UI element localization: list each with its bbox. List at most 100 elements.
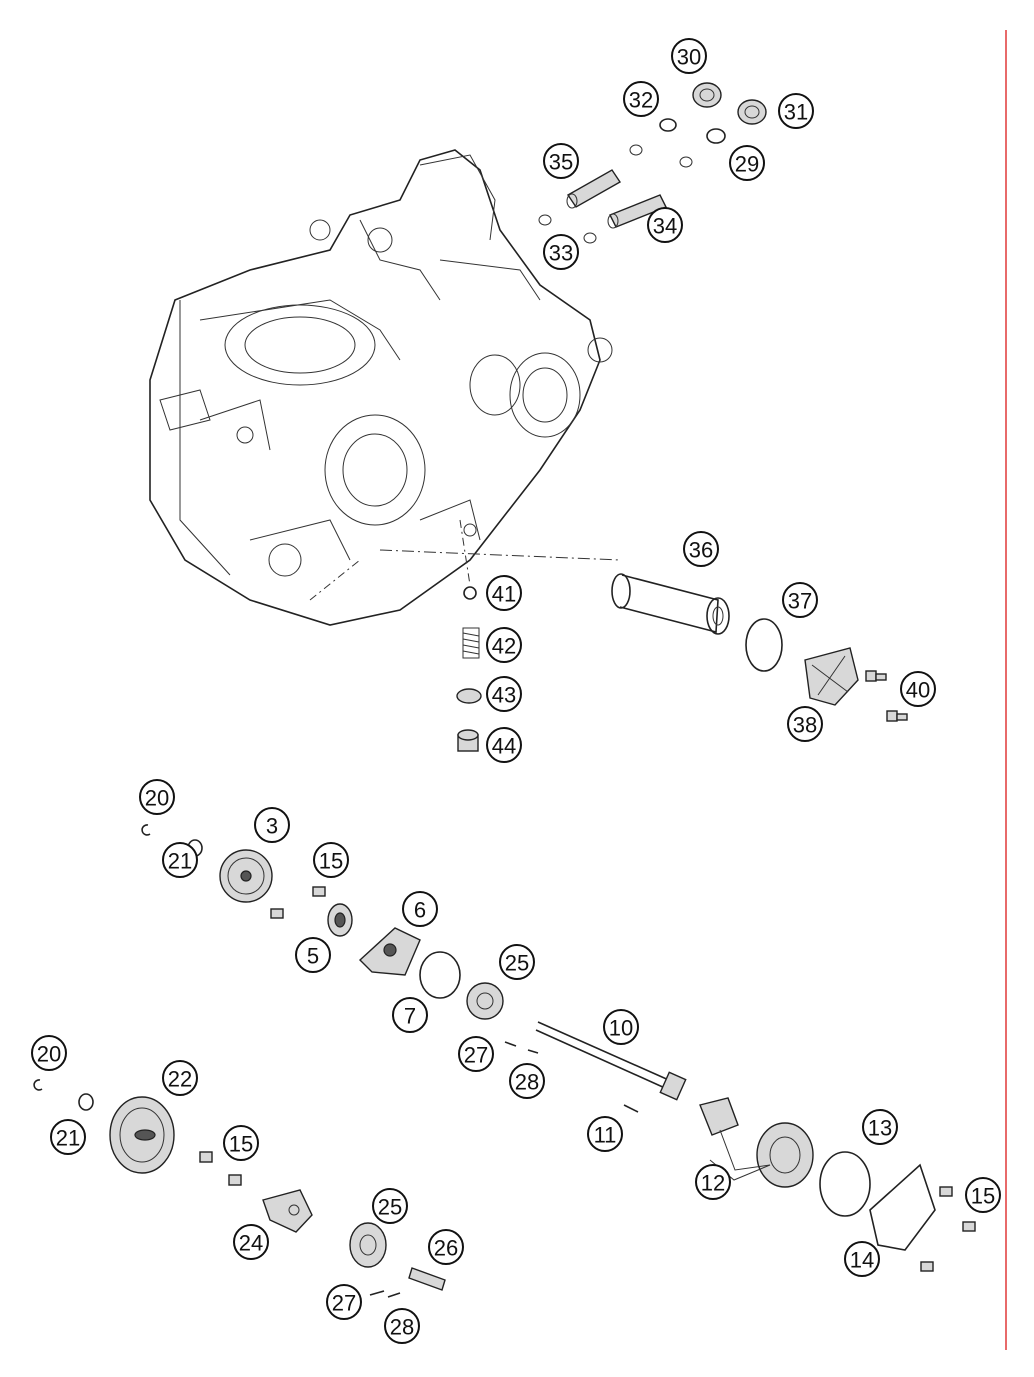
- callout-number: 38: [793, 713, 817, 738]
- callout-21: 21: [50, 1119, 86, 1155]
- crankcase-illustration: [149, 149, 613, 626]
- callout-circle: [647, 207, 683, 243]
- callout-26: 26: [428, 1229, 464, 1265]
- callout-21: 21: [162, 842, 198, 878]
- pump-rotor-12: [699, 1097, 814, 1188]
- callout-43: 43: [486, 676, 522, 712]
- o-ring-7: [419, 951, 461, 999]
- callout-circle: [509, 1063, 545, 1099]
- o-ring: [629, 144, 643, 156]
- ball-41: [463, 586, 477, 600]
- callout-15: 15: [965, 1177, 1001, 1213]
- callout-circle: [50, 1119, 86, 1155]
- screw: [270, 908, 284, 919]
- callout-44: 44: [486, 727, 522, 763]
- callout-circle: [486, 575, 522, 611]
- screw: [228, 1174, 242, 1186]
- callout-number: 20: [37, 1042, 61, 1067]
- callout-number: 21: [168, 849, 192, 874]
- callout-number: 30: [677, 45, 701, 70]
- callout-number: 15: [971, 1184, 995, 1209]
- callout-number: 15: [229, 1132, 253, 1157]
- callout-circle: [295, 937, 331, 973]
- pin-11: [623, 1104, 639, 1113]
- callout-circle: [139, 779, 175, 815]
- o-ring-37: [745, 618, 783, 672]
- washer-21: [78, 1093, 94, 1111]
- rotor-25: [466, 982, 504, 1020]
- pin-27: [369, 1290, 385, 1296]
- callout-circle: [965, 1177, 1001, 1213]
- callout-circle: [254, 807, 290, 843]
- callout-circle: [543, 143, 579, 179]
- assembly-axis-line: [309, 559, 361, 601]
- callout-28: 28: [509, 1063, 545, 1099]
- callout-number: 32: [629, 88, 653, 113]
- callout-35: 35: [543, 143, 579, 179]
- callout-number: 36: [689, 538, 713, 563]
- o-ring-13: [819, 1151, 871, 1217]
- callout-37: 37: [782, 582, 818, 618]
- callout-number: 34: [653, 214, 677, 239]
- callout-number: 40: [906, 678, 930, 703]
- callout-42: 42: [486, 627, 522, 663]
- screw-15: [939, 1186, 953, 1197]
- rotor-25: [349, 1222, 387, 1268]
- pump-shaft-10: [535, 1021, 687, 1101]
- screw-40: [865, 670, 887, 682]
- callout-circle: [162, 1060, 198, 1096]
- oil-filter-36: [611, 573, 730, 635]
- fitting-31: [737, 99, 767, 125]
- filter-cover-38: [804, 647, 859, 706]
- pump-cover-6: [358, 927, 421, 976]
- plug-44: [457, 729, 479, 752]
- callout-circle: [671, 38, 707, 74]
- callout-circle: [392, 997, 428, 1033]
- screw-15: [199, 1151, 213, 1163]
- callout-31: 31: [778, 93, 814, 129]
- callout-circle: [233, 1224, 269, 1260]
- callout-number: 21: [56, 1126, 80, 1151]
- callout-number: 6: [414, 898, 426, 923]
- callout-circle: [603, 1009, 639, 1045]
- callout-number: 13: [868, 1116, 892, 1141]
- callout-7: 7: [392, 997, 428, 1033]
- callout-24: 24: [233, 1224, 269, 1260]
- callout-number: 10: [609, 1016, 633, 1041]
- callout-5: 5: [295, 937, 331, 973]
- fitting-30: [692, 82, 722, 108]
- callout-number: 12: [701, 1171, 725, 1196]
- callout-number: 25: [505, 951, 529, 976]
- callout-circle: [428, 1229, 464, 1265]
- callout-27: 27: [458, 1036, 494, 1072]
- callout-number: 26: [434, 1236, 458, 1261]
- callout-15: 15: [223, 1125, 259, 1161]
- callout-circle: [729, 145, 765, 181]
- screw: [920, 1261, 934, 1272]
- callout-number: 3: [266, 814, 278, 839]
- callout-30: 30: [671, 38, 707, 74]
- callout-14: 14: [844, 1241, 880, 1277]
- callout-circle: [587, 1116, 623, 1152]
- page-margin-rule: [1005, 30, 1007, 1350]
- callout-circle: [900, 671, 936, 707]
- o-ring-32: [659, 118, 677, 132]
- callout-circle: [486, 627, 522, 663]
- callout-circle: [326, 1284, 362, 1320]
- callout-34: 34: [647, 207, 683, 243]
- assembly-axis-line: [379, 549, 621, 561]
- callout-10: 10: [603, 1009, 639, 1045]
- callout-circle: [778, 93, 814, 129]
- callout-number: 5: [307, 944, 319, 969]
- callout-number: 15: [319, 849, 343, 874]
- washer-43: [456, 688, 482, 704]
- callout-circle: [486, 676, 522, 712]
- oil-screen-35: [566, 169, 621, 209]
- callout-number: 28: [515, 1070, 539, 1095]
- callout-13: 13: [862, 1109, 898, 1145]
- callout-circle: [402, 891, 438, 927]
- o-ring-29: [706, 128, 726, 144]
- callout-38: 38: [787, 706, 823, 742]
